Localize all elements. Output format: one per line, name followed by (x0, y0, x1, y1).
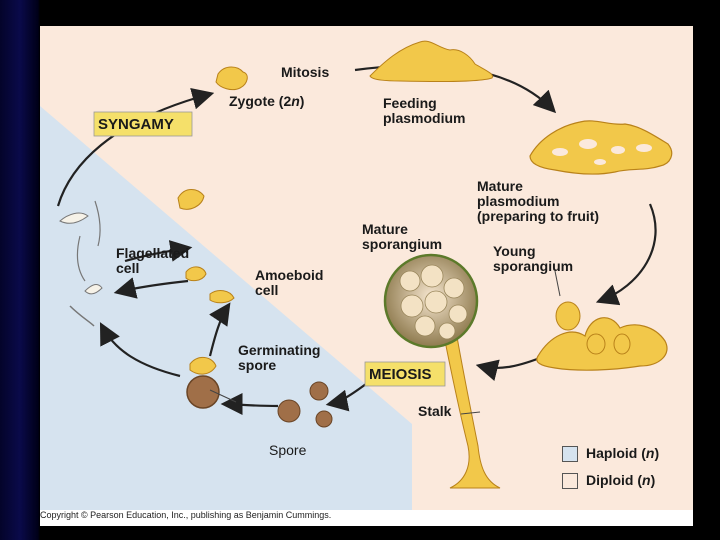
diploid-key-label: Diploid (n) (586, 472, 656, 488)
arrow-amoeboid-to-flagellated-1 (113, 277, 189, 299)
syngamy-box (93, 111, 193, 137)
zygote-label: Zygote (2n) (229, 93, 305, 109)
arrow-germinating-to-flagellated (99, 322, 181, 378)
figure-artwork (40, 26, 693, 510)
syngamy-label: SYNGAMY (98, 116, 174, 133)
flagellated-cell-1 (59, 212, 89, 224)
amoeboid-cell-2 (185, 266, 207, 282)
haploid-key-swatch (562, 446, 578, 462)
amoeboid-cell-1 (177, 189, 205, 210)
haploid-key-label: Haploid (n) (586, 445, 660, 461)
amoeboid-cell-label: Amoeboid cell (255, 267, 324, 298)
life-cycle-figure: Mitosis Zygote (2n) SYNGAMY Feeding plas… (40, 26, 693, 526)
arrow-germinating-to-amoeboid (208, 302, 231, 357)
germinating-spore (186, 375, 220, 409)
mature-sporangium-label: Mature sporangium (362, 221, 443, 252)
arrow-flagellated-to-amoeboid (124, 240, 193, 263)
amoeboid-cell-3 (209, 290, 235, 304)
diploid-key-swatch (562, 473, 578, 489)
zygote-cell (215, 66, 248, 91)
flagellated-cell-label: Flagellated cell (116, 245, 190, 276)
arrow-flagellated-to-syngamy (56, 87, 215, 207)
spore-1 (277, 399, 301, 423)
mature-plasmodium-label: Mature plasmodium (preparing to fruit) (477, 178, 600, 224)
young-sporangium-head-1 (555, 301, 581, 331)
diploid-region (40, 26, 693, 510)
arrow-spore-to-germinating (220, 393, 279, 416)
flagellated-cell-3 (69, 305, 95, 327)
arrow-mature-to-young (595, 203, 657, 306)
stalk (442, 330, 501, 489)
mitosis-label: Mitosis (281, 64, 330, 80)
flagellated-cell-2 (84, 283, 103, 295)
young-sporangium-label: Young sporangium (493, 243, 574, 274)
young-sporangium-head-3 (613, 333, 631, 355)
copyright-text: Copyright © Pearson Education, Inc., pub… (40, 510, 332, 520)
meiosis-label: MEIOSIS (369, 366, 432, 383)
stalk-label: Stalk (418, 403, 452, 419)
feeding-plasmodium-label: Feeding plasmodium (383, 95, 466, 126)
young-sporangium-head-2 (586, 333, 606, 355)
feeding-plasmodium (369, 40, 494, 83)
spore-label: Spore (269, 442, 307, 458)
spore-3 (315, 410, 333, 428)
germinating-spore-label: Germinating spore (238, 342, 321, 373)
meiosis-box (364, 361, 446, 387)
mature-plasmodium (529, 120, 673, 175)
spore-2 (309, 381, 329, 401)
